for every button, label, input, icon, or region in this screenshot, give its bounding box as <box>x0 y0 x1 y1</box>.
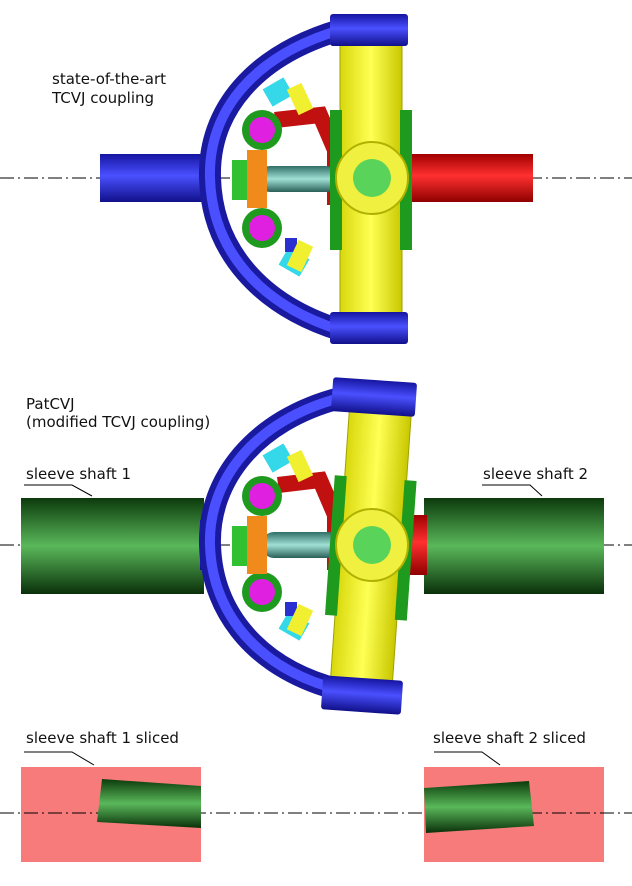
sleeve-shaft-2 <box>424 498 604 594</box>
tcvj-coupling <box>0 14 632 344</box>
teal-pin <box>262 532 340 558</box>
leader-sleeve-shaft-1 <box>24 484 93 497</box>
teal-pin <box>258 166 338 192</box>
blue-yoke-highlight <box>204 25 342 335</box>
patcvj-coupling <box>0 377 632 715</box>
leader-sleeve-shaft-2 <box>482 484 543 497</box>
label-state-of-the-art-line1: state-of-the-art <box>52 70 167 88</box>
top-bearing-block <box>330 14 408 46</box>
label-sleeve-shaft-2: sleeve shaft 2 <box>483 465 589 483</box>
label-sleeve-shaft-1-sliced: sleeve shaft 1 sliced <box>26 729 179 747</box>
label-patcvj-line2: (modified TCVJ coupling) <box>26 413 211 431</box>
bottom-bearing-block <box>330 312 408 344</box>
label-sleeve-shaft-2-sliced: sleeve shaft 2 sliced <box>433 729 586 747</box>
label-sleeve-shaft-1: sleeve shaft 1 <box>26 465 132 483</box>
label-patcvj-line1: PatCVJ <box>26 395 75 413</box>
sleeve-shaft-2-sliced-body <box>424 781 534 833</box>
sliced-sleeves <box>0 751 632 862</box>
label-state-of-the-art-line2: TCVJ coupling <box>52 89 155 107</box>
sleeve-shaft-1-sliced-body <box>97 779 201 828</box>
output-shaft <box>405 154 533 202</box>
ball-assembly <box>232 443 314 641</box>
bottom-bearing-block <box>321 675 403 715</box>
input-shaft <box>100 154 218 202</box>
center-pin <box>353 159 391 197</box>
sleeve-shaft-1 <box>21 498 204 594</box>
leader-sleeve-shaft-2-sliced <box>434 751 501 766</box>
blue-yoke-highlight <box>204 393 342 695</box>
top-bearing-block <box>331 377 417 417</box>
center-pin <box>353 526 391 564</box>
ball-assembly <box>232 77 314 277</box>
leader-sleeve-shaft-1-sliced <box>24 751 95 766</box>
